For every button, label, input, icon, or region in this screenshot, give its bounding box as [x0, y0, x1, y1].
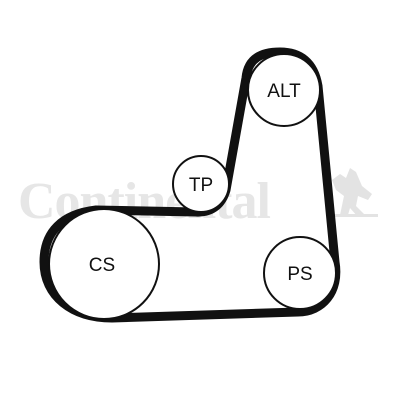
pulley-ps: PS — [263, 236, 337, 310]
pulley-alt-circle — [247, 53, 321, 127]
pulley-alt-label: ALT — [267, 81, 301, 102]
pulley-tp: TP — [172, 155, 230, 213]
pulley-alt: ALT — [247, 53, 321, 127]
pulley-tp-circle — [172, 155, 230, 213]
pulley-tp-label: TP — [189, 175, 213, 196]
pulley-ps-label: PS — [287, 264, 312, 285]
pulley-cs: CS — [48, 208, 160, 320]
pulley-ps-circle — [263, 236, 337, 310]
pulley-cs-circle — [48, 208, 160, 320]
rearing-horse-icon — [330, 168, 378, 217]
pulley-cs-label: CS — [89, 255, 115, 276]
